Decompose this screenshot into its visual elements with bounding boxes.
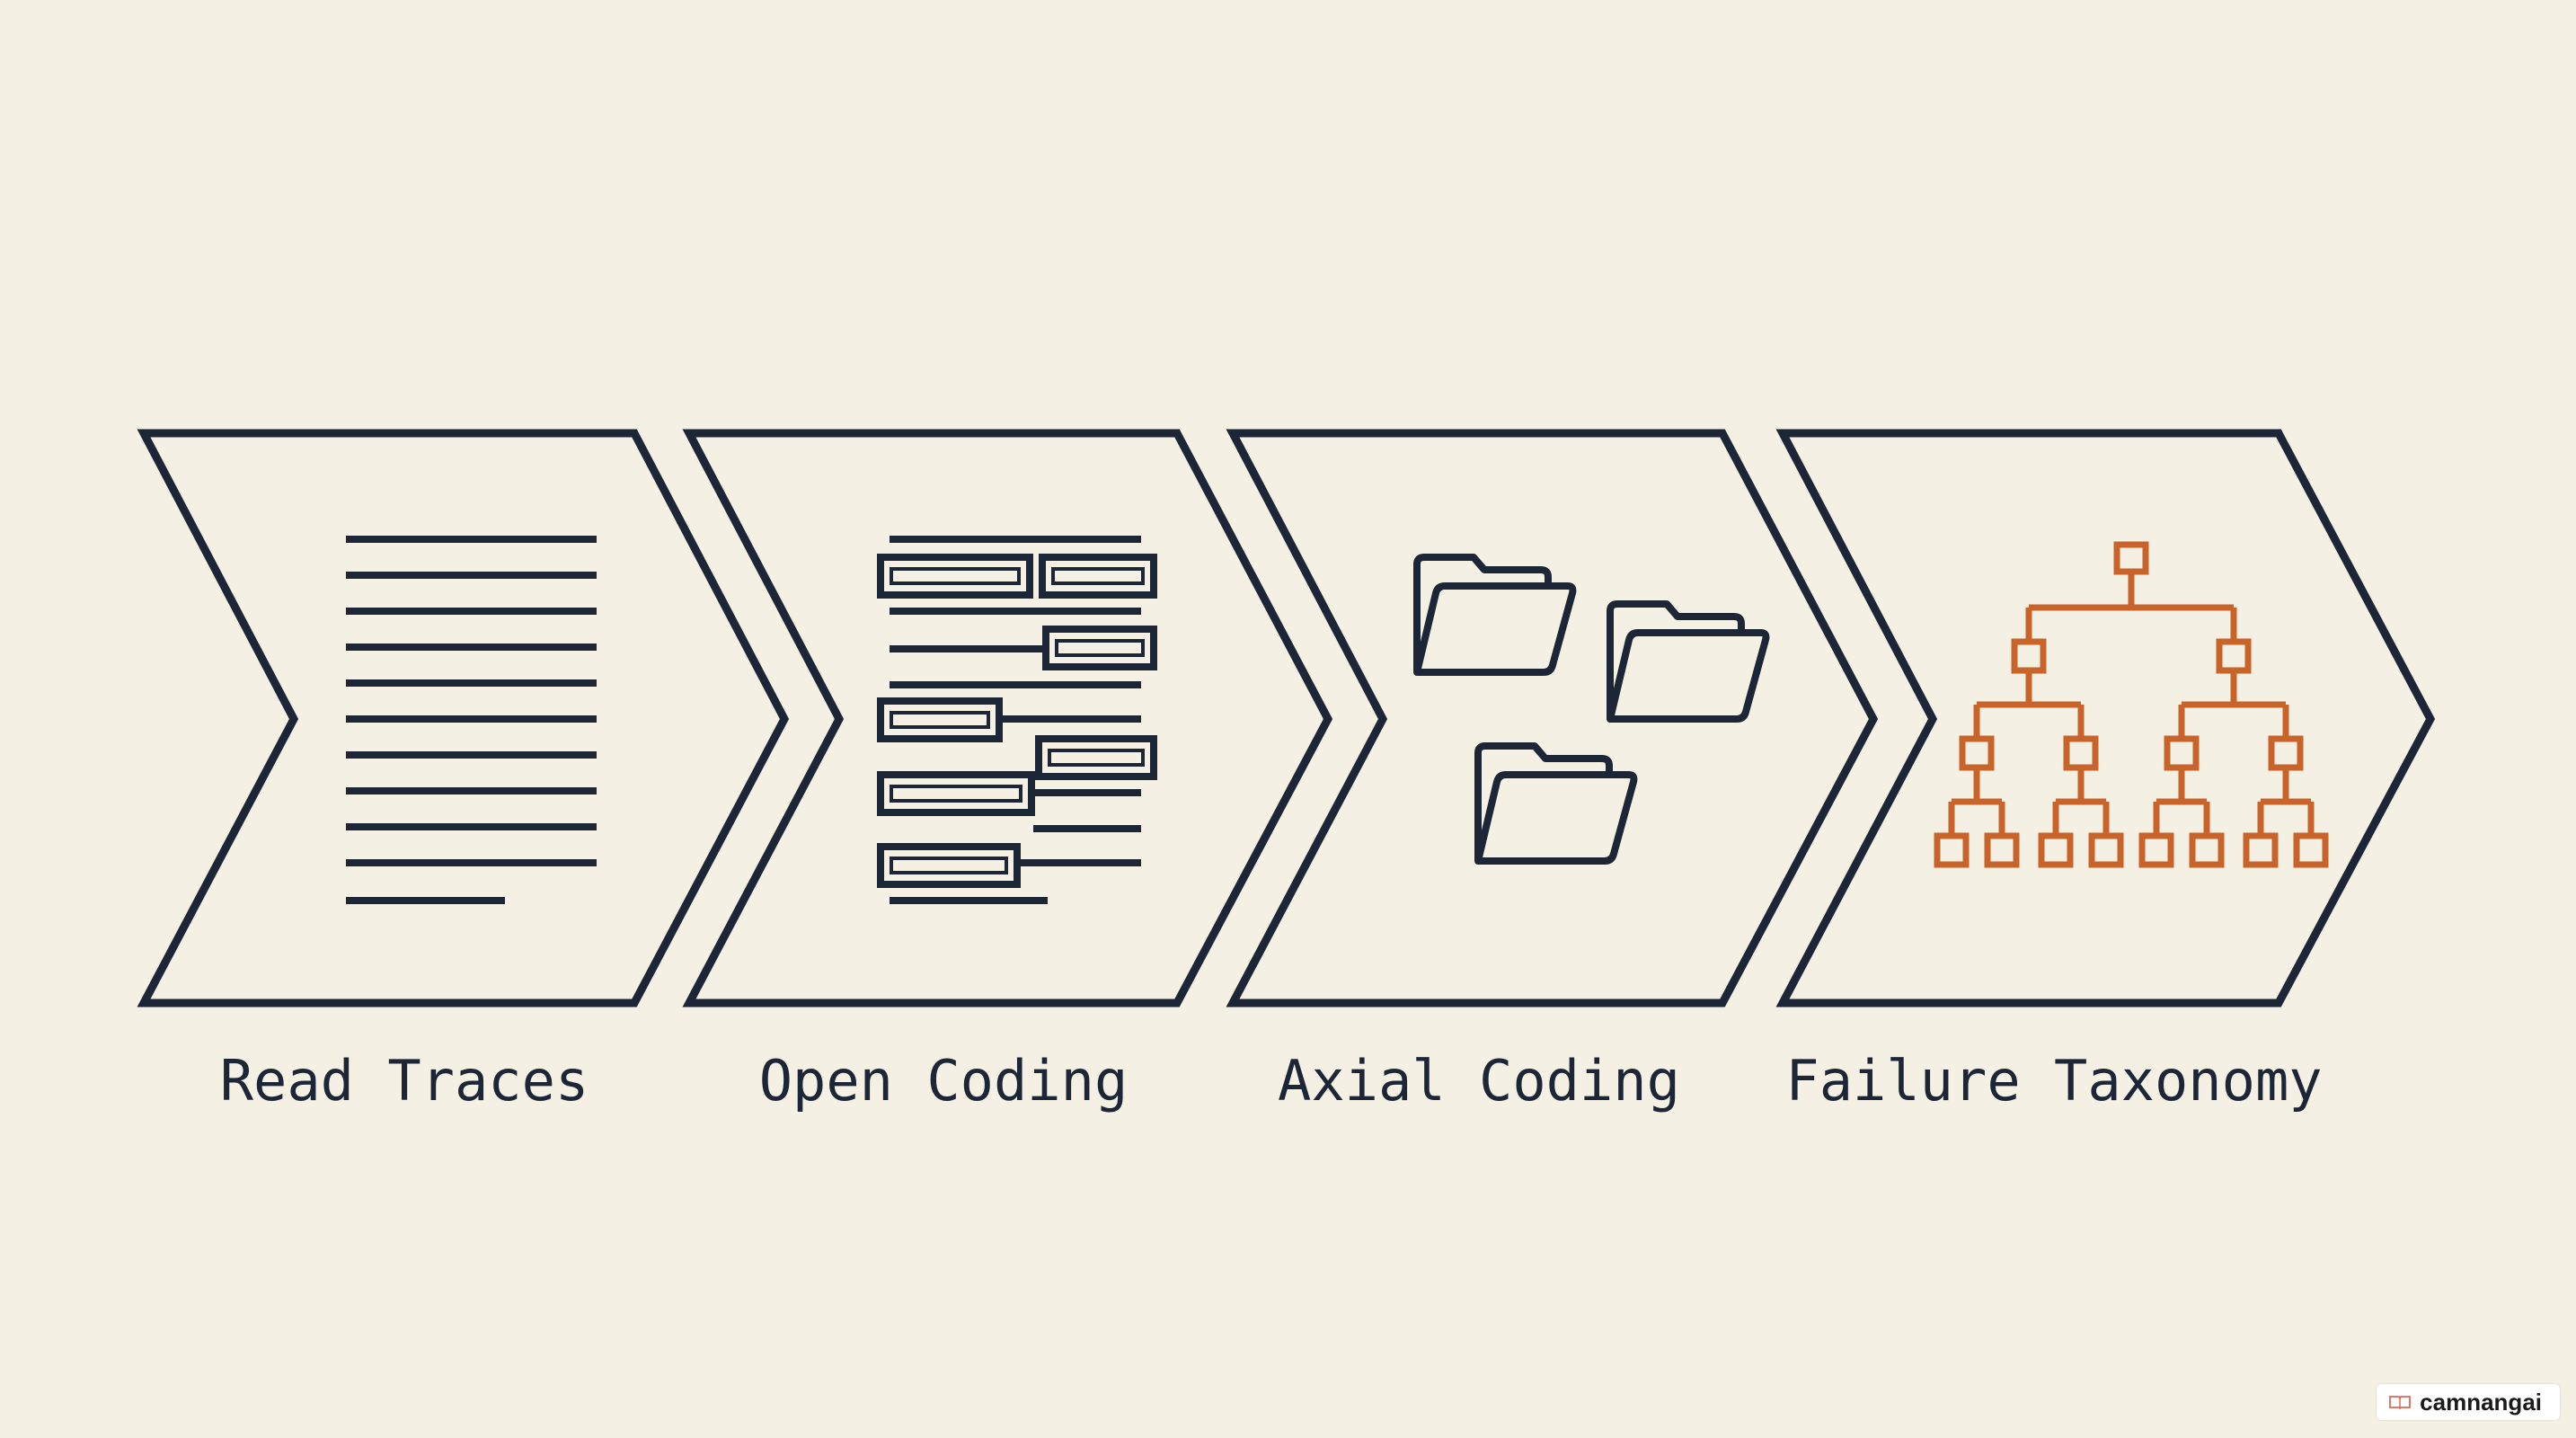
step-1-chevron [137,429,790,1007]
step-2-chevron [682,429,1333,1007]
folders-icon [1413,554,1770,865]
watermark-badge: camnangai [2377,1384,2560,1420]
folder-icon [1413,554,1577,676]
folder-icon [1607,600,1770,723]
step-3-chevron [1226,429,1879,1007]
step-4-chevron [1775,429,2436,1007]
coded-lines-icon [877,536,1157,904]
step-2-label: Open Coding [759,1048,1129,1114]
watermark-text: camnangai [2420,1388,2542,1416]
step-1-label: Read Traces [220,1048,589,1114]
folder-icon [1474,742,1638,865]
tree-hierarchy-icon [1934,541,2329,868]
step-3-label: Axial Coding [1278,1048,1680,1114]
book-logo-icon [2389,1396,2412,1409]
document-lines-icon [346,536,597,904]
step-4-label: Failure Taxonomy [1785,1048,2322,1114]
